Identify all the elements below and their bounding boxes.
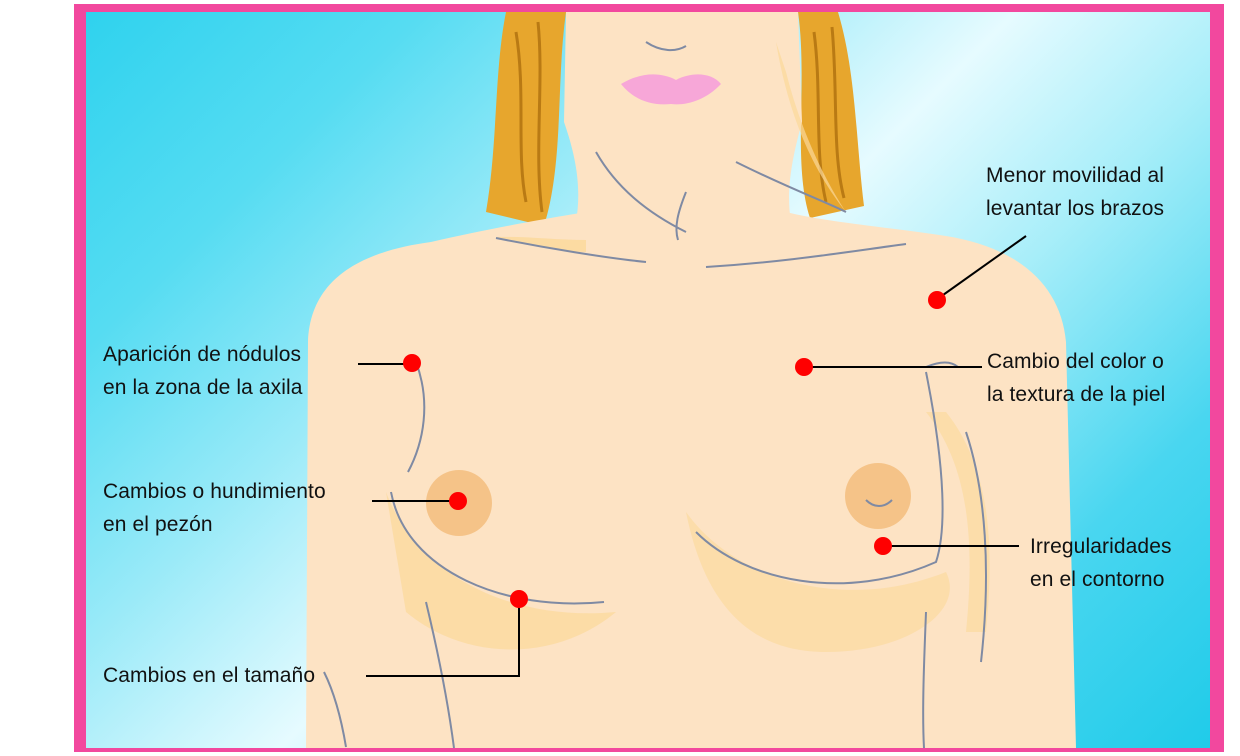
label-movilidad: Menor movilidad al levantar los brazos (986, 164, 1165, 220)
marker-contorno (874, 537, 892, 555)
marker-piel (795, 358, 813, 376)
neck (564, 12, 802, 222)
illustration-panel: Menor movilidad al levantar los brazos A… (86, 12, 1210, 748)
marker-nodulos (403, 354, 421, 372)
label-tamano: Cambios en el tamaño (103, 664, 316, 687)
markers (403, 291, 946, 608)
marker-tamano (510, 590, 528, 608)
label-piel: Cambio del color o la textura de la piel (987, 350, 1166, 406)
leader-lines (358, 235, 1027, 677)
label-nodulos: Aparición de nódulos en la zona de la ax… (103, 343, 303, 399)
label-pezon: Cambios o hundimiento en el pezón (103, 480, 326, 536)
label-contorno: Irregularidades en el contorno (1030, 535, 1172, 591)
body-outlines (323, 151, 987, 748)
torso-illustration (306, 12, 1076, 748)
marker-pezon (449, 492, 467, 510)
pink-frame: Menor movilidad al levantar los brazos A… (74, 4, 1224, 752)
hair (486, 12, 864, 226)
marker-movilidad (928, 291, 946, 309)
areola-right (845, 463, 911, 529)
lips (621, 74, 721, 105)
